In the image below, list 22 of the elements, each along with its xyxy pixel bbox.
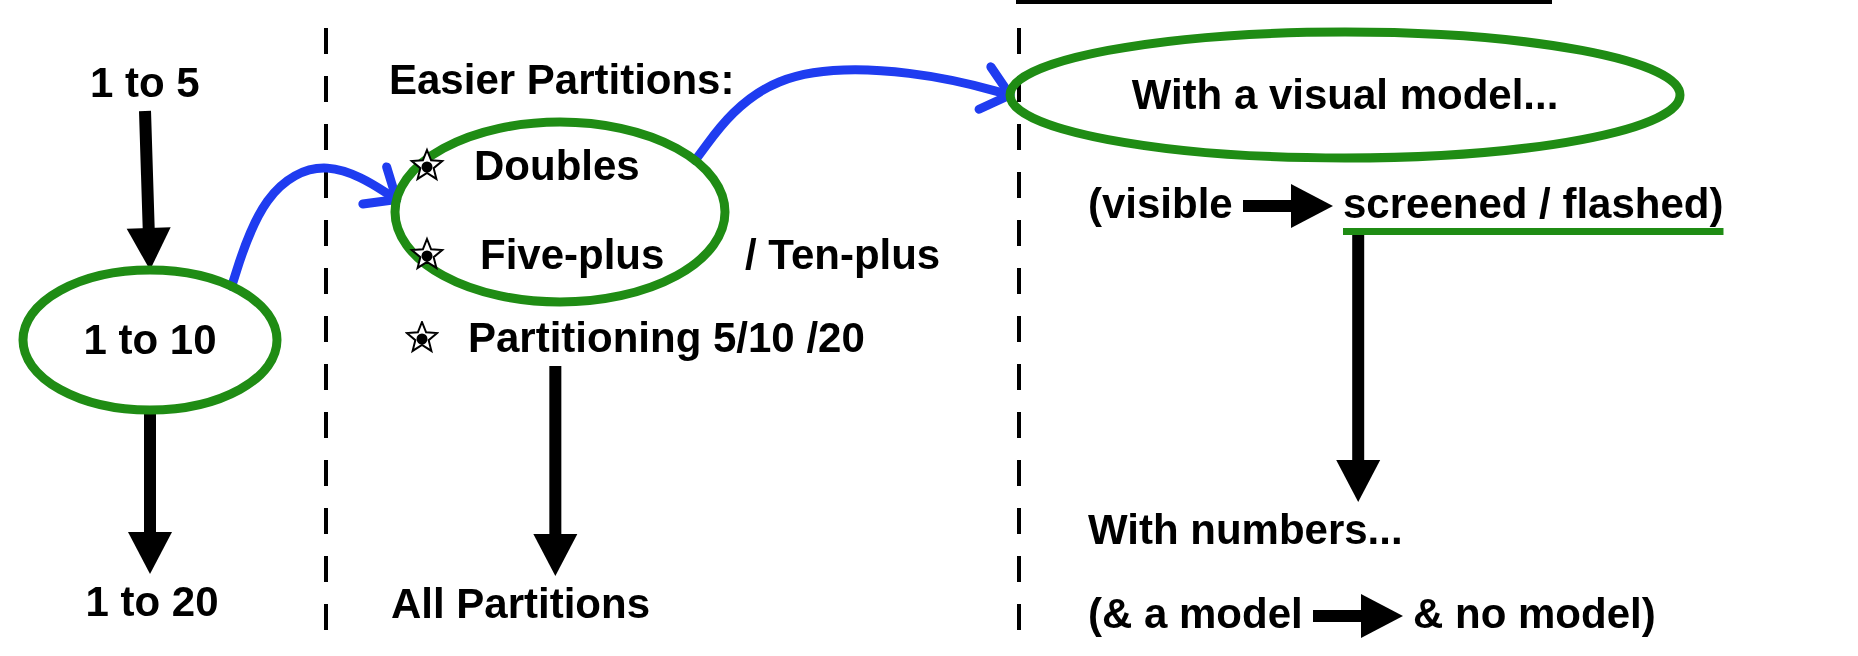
heading-text: / Ten-plus bbox=[745, 231, 941, 280]
step-text: & no model) bbox=[1413, 590, 1656, 639]
arrow bbox=[1313, 594, 1403, 638]
step-text: 1 to 20 bbox=[85, 578, 219, 627]
arrow bbox=[1336, 232, 1381, 502]
circled-term bbox=[390, 117, 730, 307]
step-text: All Partitions bbox=[391, 580, 651, 629]
arrow bbox=[1243, 184, 1333, 228]
step-text: 1 to 5 bbox=[90, 59, 200, 108]
step-text: (visible bbox=[1088, 180, 1233, 229]
heading-text: Easier Partitions: bbox=[389, 56, 735, 105]
term-text: Doubles bbox=[474, 141, 640, 191]
step-text: screened / flashed) bbox=[1343, 180, 1724, 229]
arrow bbox=[533, 366, 578, 576]
circled-term bbox=[18, 265, 282, 415]
step-text: Partitioning 5/10 /20 bbox=[468, 314, 865, 363]
step-text: With numbers... bbox=[1088, 506, 1403, 555]
step-text: (& a model bbox=[1088, 590, 1303, 639]
term-text: Five-plus bbox=[480, 230, 665, 280]
term-text: 1 to 10 bbox=[83, 315, 217, 365]
circled-term bbox=[1005, 27, 1685, 163]
term-text: With a visual model... bbox=[1131, 70, 1559, 120]
